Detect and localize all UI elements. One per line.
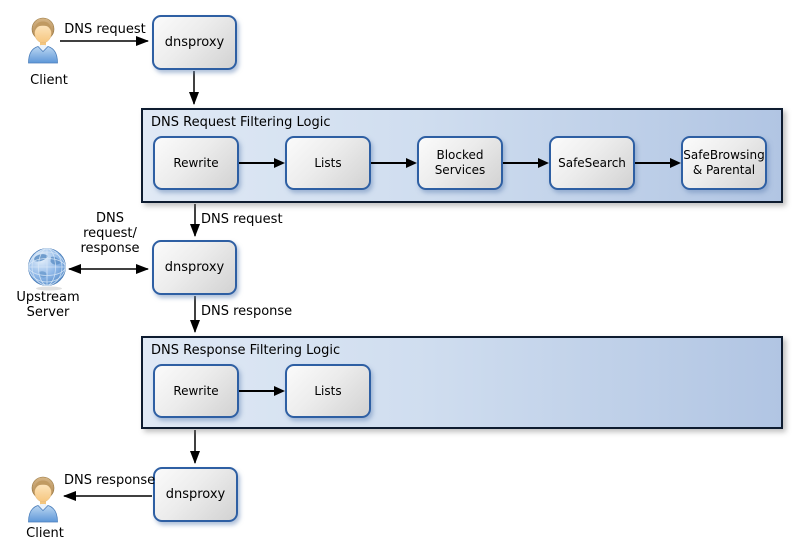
response-filtering-container: DNS Response Filtering Logic Rewrite Lis… [141,336,783,429]
step-lists: Lists [285,136,371,190]
client-bottom-figure [27,475,59,527]
client-top-figure [27,16,59,68]
step-blocked-services: Blocked Services [417,136,503,190]
client-top-label: Client [30,73,68,88]
person-icon [28,476,58,523]
request-steps-row: Rewrite Lists Blocked Services SafeSearc… [153,136,767,190]
flow-arrow [239,136,285,190]
edge-label-proxy-response: DNS response [201,304,293,319]
edge-label-client-request: DNS request [64,22,146,37]
dnsproxy-box-bottom: dnsproxy [153,467,238,522]
step-safebrowsing-parental: SafeBrowsing & Parental [681,136,767,190]
client-bottom-label: Client [26,526,64,541]
edge-label-upstream-exchange: DNS request/ response [80,211,140,256]
response-steps-row: Rewrite Lists [153,364,371,418]
flow-arrow [635,136,681,190]
edge-label-filtered-request: DNS request [201,212,283,227]
flow-arrow [503,136,549,190]
globe-icon [28,248,66,291]
edge-label-client-response: DNS response [64,473,156,488]
upstream-server-figure [27,247,68,295]
response-filtering-title: DNS Response Filtering Logic [151,343,341,358]
person-icon [28,17,58,64]
request-filtering-container: DNS Request Filtering Logic Rewrite List… [141,108,783,203]
flow-arrow [371,136,417,190]
step-safesearch: SafeSearch [549,136,635,190]
step-rewrite-response: Rewrite [153,364,239,418]
step-lists-response: Lists [285,364,371,418]
step-rewrite: Rewrite [153,136,239,190]
upstream-server-label: Upstream Server [16,290,80,320]
request-filtering-title: DNS Request Filtering Logic [151,115,331,130]
dnsproxy-box-middle: dnsproxy [152,240,237,295]
dnsproxy-box-top: dnsproxy [152,15,237,70]
flow-arrow [239,364,285,418]
